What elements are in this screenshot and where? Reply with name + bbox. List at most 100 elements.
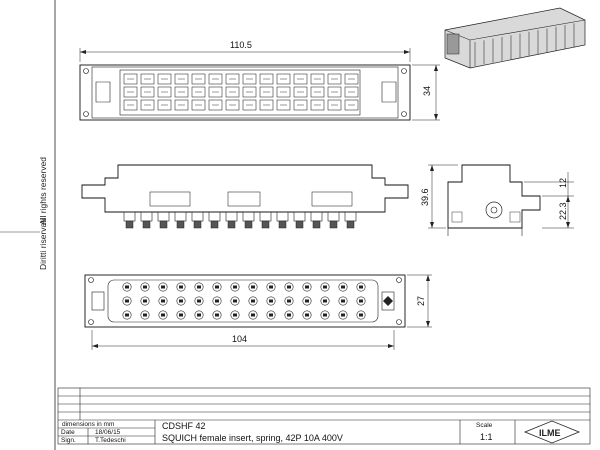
pin-tip [210, 220, 219, 229]
contact-slot [323, 299, 327, 303]
pin-tip [329, 220, 338, 229]
pin-body [242, 211, 255, 222]
isometric-thumbnail [444, 7, 586, 69]
contact-slot [215, 285, 219, 289]
pin-body [293, 211, 306, 222]
contact-cell [208, 73, 223, 85]
contact-hole [176, 296, 186, 306]
contact-cell [208, 86, 223, 98]
contact-hole [122, 296, 132, 306]
contact-hole [284, 310, 294, 320]
contact-cell [344, 99, 359, 111]
contact-slot [287, 299, 291, 303]
side-upper-label: 12 [558, 178, 568, 188]
pin-body [157, 211, 170, 222]
dimension-bottom-height: 27 [407, 274, 432, 328]
contact-hole [284, 296, 294, 306]
contact-cell [140, 73, 155, 85]
contact-hole [212, 296, 222, 306]
contact-slot [287, 285, 291, 289]
contact-cell [310, 99, 325, 111]
contact-cell [259, 73, 274, 85]
contact-slot [323, 313, 327, 317]
contact-slot [143, 285, 147, 289]
scale-label: Scale [476, 422, 493, 429]
contact-cell [293, 99, 308, 111]
contact-cell [208, 99, 223, 111]
contact-slot [197, 313, 201, 317]
dimension-top-width: 110.5 [79, 40, 411, 62]
product-description: SQUICH female insert, spring, 42P 10A 40… [162, 433, 343, 443]
contact-slot [251, 285, 255, 289]
sign-label: Sign. [61, 437, 76, 444]
contact-slot [161, 285, 165, 289]
contact-cell [276, 73, 291, 85]
contact-hole [230, 296, 240, 306]
contact-slot [305, 299, 309, 303]
contact-slot [233, 285, 237, 289]
dimension-side-upper: 12 [524, 172, 574, 200]
contact-hole [320, 310, 330, 320]
side-view [81, 164, 409, 229]
contact-hole [212, 282, 222, 292]
contact-cell [310, 86, 325, 98]
contact-cell [293, 86, 308, 98]
contact-slot [305, 285, 309, 289]
contact-hole [248, 282, 258, 292]
pin-tip [346, 220, 355, 229]
title-block-frame [57, 387, 591, 445]
contact-hole [320, 296, 330, 306]
contact-slot [161, 299, 165, 303]
contact-cell [123, 86, 138, 98]
logo-text: ILME [539, 428, 561, 438]
pin-tip [278, 220, 287, 229]
contact-hole [194, 282, 204, 292]
pin-body [208, 211, 221, 222]
contact-slot [251, 299, 255, 303]
top-height-label: 34 [422, 86, 432, 96]
contact-cell [242, 86, 257, 98]
contact-slot [269, 313, 273, 317]
contact-slot [161, 313, 165, 317]
pin-body [140, 211, 153, 222]
contact-cell [225, 73, 240, 85]
contact-hole [320, 282, 330, 292]
contact-hole [140, 296, 150, 306]
contact-cell [225, 99, 240, 111]
pin-tip [176, 220, 185, 229]
side-pin-row [123, 211, 357, 229]
contact-slot [179, 285, 183, 289]
top-width-label: 110.5 [230, 40, 252, 50]
contact-hole [266, 296, 276, 306]
contact-hole [248, 310, 258, 320]
contact-hole [230, 310, 240, 320]
contact-cell [327, 99, 342, 111]
pin-body [225, 211, 238, 222]
date-value: 18/06/15 [95, 429, 121, 436]
contact-cell [327, 73, 342, 85]
contact-hole [338, 296, 348, 306]
contact-cell [157, 99, 172, 111]
contact-slot [125, 313, 129, 317]
contact-slot [233, 313, 237, 317]
contact-cell [310, 73, 325, 85]
contact-hole [158, 310, 168, 320]
contact-slot [179, 313, 183, 317]
contact-slot [125, 285, 129, 289]
contact-cell [276, 86, 291, 98]
contact-slot [359, 285, 363, 289]
contact-slot [233, 299, 237, 303]
contact-hole [122, 282, 132, 292]
pin-tip [312, 220, 321, 229]
contact-hole [158, 282, 168, 292]
contact-hole [176, 310, 186, 320]
contact-slot [197, 285, 201, 289]
dimension-bottom-width: 104 [91, 330, 395, 350]
contact-cell [191, 99, 206, 111]
contact-cell [140, 86, 155, 98]
contact-slot [341, 299, 345, 303]
contact-slot [215, 313, 219, 317]
pin-tip [125, 220, 134, 229]
contact-hole [356, 282, 366, 292]
